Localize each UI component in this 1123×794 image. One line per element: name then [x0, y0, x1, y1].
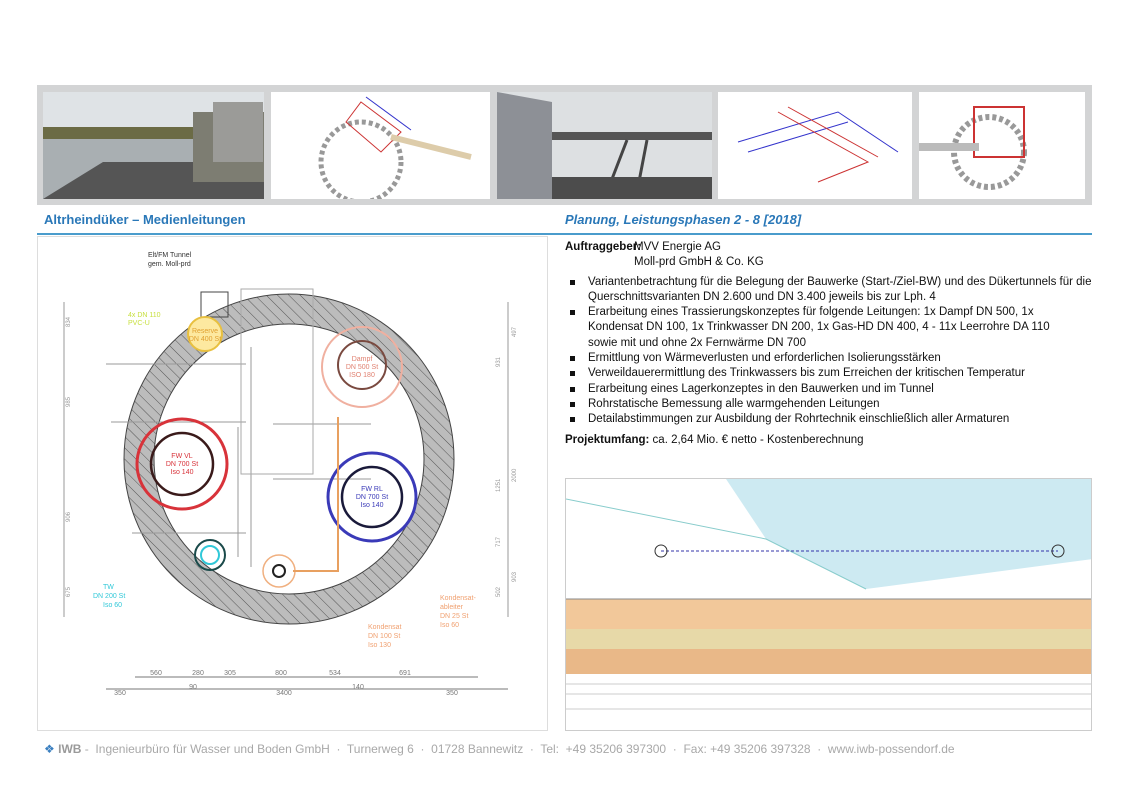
dim: 90 — [189, 684, 197, 691]
reserve-spec: DN 400 St — [189, 336, 221, 343]
site-plan-and-profile — [565, 478, 1092, 731]
fwrl-iso: Iso 140 — [361, 502, 384, 509]
kondensat-spec: DN 100 St — [368, 633, 400, 640]
dim: 675 — [66, 586, 72, 597]
dim: 560 — [150, 670, 162, 677]
ableiter-iso: Iso 60 — [440, 622, 459, 629]
reserve-label: Reserve — [192, 328, 218, 335]
tw-iso: Iso 60 — [103, 602, 122, 609]
kondensat-label: Kondensat — [368, 624, 402, 631]
dim: 834 — [66, 316, 72, 327]
dim: 1251 — [496, 478, 502, 492]
dim: 931 — [496, 356, 502, 367]
project-phase: Planung, Leistungsphasen 2 - 8 [2018] — [565, 212, 802, 227]
scope-label: Projektumfang: — [565, 433, 650, 446]
task-item: Erarbeitung eines Trassierungskonzeptes … — [570, 305, 1058, 351]
fwvl-iso: Iso 140 — [171, 469, 194, 476]
kondensat-iso: Iso 130 — [368, 642, 391, 649]
dim: 3400 — [276, 690, 292, 697]
dim: 502 — [496, 586, 502, 597]
task-list: Variantenbetrachtung für die Belegung de… — [565, 275, 1095, 428]
tunnel-label: Elt/FM Tunnel — [148, 252, 192, 259]
dampf-label: Dampf — [352, 356, 373, 363]
fwvl-label: FW VL — [171, 453, 192, 460]
logo-icon: ❖ — [44, 742, 55, 756]
fwvl-spec: DN 700 St — [166, 461, 198, 468]
dim: 691 — [399, 670, 411, 677]
dampf-spec: DN 500 St — [346, 364, 378, 371]
photo-strip — [37, 85, 1092, 205]
tw-label: TW — [103, 584, 114, 591]
dim: 717 — [496, 536, 502, 547]
client-1: MVV Energie AG — [634, 241, 721, 253]
dim: 906 — [66, 511, 72, 522]
ableiter-label-2: ableiter — [440, 604, 464, 611]
dim: 350 — [114, 690, 126, 697]
isometric-drawing — [718, 92, 912, 199]
dim: 2000 — [512, 468, 518, 482]
task-item: Verweildauerermittlung des Trinkwassers … — [570, 366, 1095, 381]
dim: 985 — [66, 396, 72, 407]
project-title: Altrheindüker – Medienleitungen — [44, 212, 246, 227]
task-item: Detailabstimmungen zur Ausbildung der Ro… — [570, 412, 1095, 427]
pvc-spec: PVC-U — [128, 320, 150, 327]
client-2: Moll-prd GmbH & Co. KG — [634, 256, 764, 269]
dim: 305 — [224, 670, 236, 677]
task-item: Ermittlung von Wärmeverlusten und erford… — [570, 351, 1095, 366]
pvc-label: 4x DN 110 — [128, 312, 161, 319]
footer-contact: - Ingenieurbüro für Wasser und Boden Gmb… — [81, 742, 955, 756]
dim: 534 — [329, 670, 341, 677]
task-item: Variantenbetrachtung für die Belegung de… — [570, 275, 1095, 306]
dim: 280 — [192, 670, 204, 677]
client-block: Auftraggeber: MVV Energie AG Moll-prd Gmb… — [565, 240, 1095, 271]
ableiter-spec: DN 25 St — [440, 613, 468, 620]
dim: 903 — [512, 571, 518, 582]
cross-section-drawing: Reserve DN 400 St Dampf DN 500 St ISO 18… — [37, 236, 548, 731]
tunnel-label-2: gem. Moll-prd — [148, 261, 191, 268]
fwrl-label: FW RL — [361, 486, 383, 493]
scope: Projektumfang: ca. 2,64 Mio. € netto - K… — [565, 433, 1095, 448]
client-label: Auftraggeber: — [565, 241, 642, 253]
dim: 350 — [446, 690, 458, 697]
photo-riverside — [43, 92, 264, 199]
ableiter-label: Kondensat- — [440, 595, 476, 602]
plan-drawing-1 — [271, 92, 490, 199]
dim: 497 — [512, 326, 518, 337]
footer-brand: IWB — [58, 742, 82, 756]
project-description: Auftraggeber: MVV Energie AG Moll-prd Gmb… — [565, 240, 1095, 448]
footer: ❖ IWB - Ingenieurbüro für Wasser und Bod… — [44, 742, 955, 756]
task-item: Rohrstatische Bemessung alle warmgehende… — [570, 397, 1095, 412]
tw-spec: DN 200 St — [93, 593, 125, 600]
scope-value: ca. 2,64 Mio. € netto - Kostenberechnung — [652, 433, 864, 446]
dim: 140 — [352, 684, 364, 691]
divider — [37, 233, 1092, 235]
plan-drawing-2 — [919, 92, 1085, 199]
task-item: Erarbeitung eines Lagerkonzeptes in den … — [570, 382, 1095, 397]
photo-pipe-bridge — [497, 92, 712, 199]
fwrl-spec: DN 700 St — [356, 494, 388, 501]
dampf-iso: ISO 180 — [349, 372, 375, 379]
dim: 800 — [275, 670, 287, 677]
